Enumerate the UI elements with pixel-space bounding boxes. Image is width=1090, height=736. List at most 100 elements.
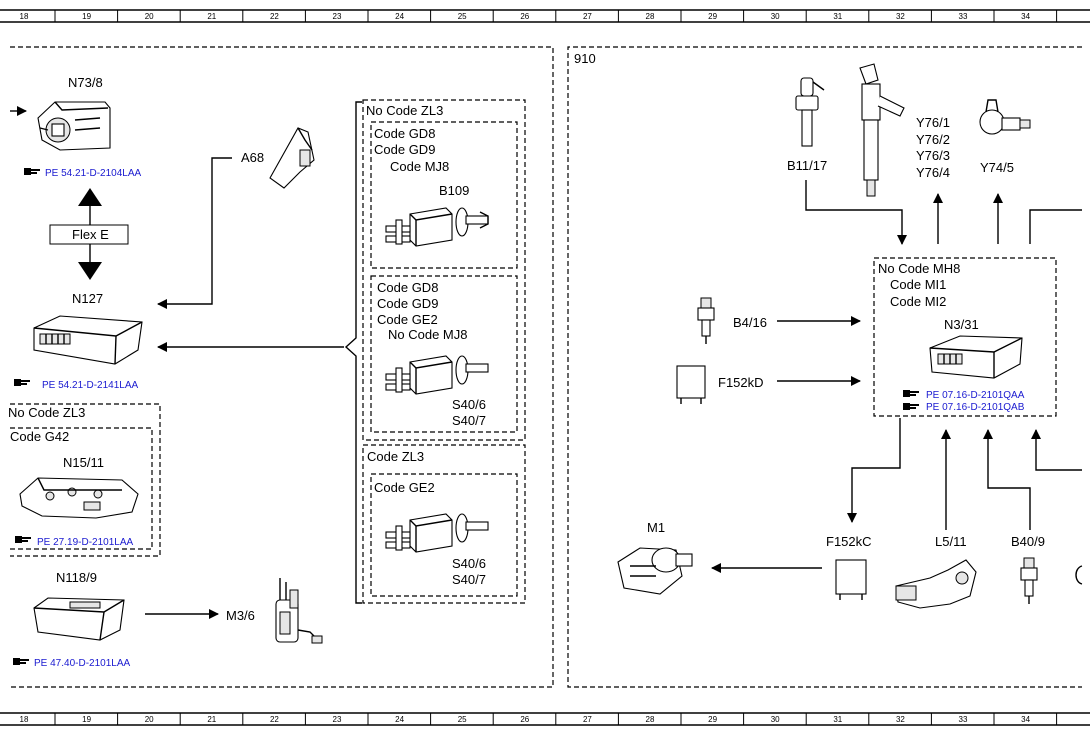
- code-zl3: Code ZL3: [367, 449, 424, 464]
- n73-8-label: N73/8: [68, 75, 103, 90]
- f152kd-relay-icon: [676, 365, 706, 404]
- ruler-label: 25: [458, 12, 467, 21]
- n118-9-label: N118/9: [56, 570, 97, 585]
- b4-16-label: B4/16: [733, 315, 767, 330]
- reference-hand-icon: [14, 379, 30, 386]
- n127-control-unit-icon: [33, 315, 143, 365]
- ruler-label: 34: [1021, 715, 1030, 724]
- ruler-label: 28: [646, 715, 655, 724]
- ruler-label: 33: [959, 715, 968, 724]
- s40-switch-icon: [385, 513, 489, 553]
- l5-11-label: L5/11: [935, 534, 967, 549]
- code-ge2-b: Code GE2: [377, 312, 438, 327]
- n3-31-label: N3/31: [944, 317, 979, 332]
- code-gd8-b: Code GD8: [377, 280, 438, 295]
- s40-7-label-b: S40/7: [452, 572, 486, 587]
- ref-n73-8[interactable]: PE 54.21-D-2104LAA: [45, 168, 142, 179]
- s40-switch-icon: [385, 355, 489, 395]
- ruler-label: 20: [145, 715, 154, 724]
- ruler-label: 34: [1021, 12, 1030, 21]
- ignition-switch-icon: [37, 101, 111, 151]
- right-panel: 910 B11/17 Y76/1 Y76/2 Y76/3 Y76/4: [567, 46, 1083, 688]
- ruler-label: 31: [833, 12, 842, 21]
- section-910-label: 910: [574, 51, 596, 66]
- ruler-label: 30: [771, 715, 780, 724]
- code-mi2: Code MI2: [890, 294, 946, 309]
- accelerator-pedal-icon: [269, 127, 315, 189]
- ruler-label: 23: [333, 12, 342, 21]
- b11-17-label: B11/17: [787, 158, 827, 173]
- starter-motor-icon: [617, 547, 693, 595]
- code-gd8-a: Code GD8: [374, 126, 435, 141]
- b40-9-sensor-icon: [1020, 557, 1038, 604]
- ruler-label: 23: [333, 715, 342, 724]
- ref-n118-9[interactable]: PE 47.40-D-2101LAA: [34, 658, 131, 669]
- n127-label: N127: [72, 291, 103, 306]
- ruler-label: 24: [395, 715, 404, 724]
- code-ge2-c: Code GE2: [374, 480, 435, 495]
- f152kc-relay-icon: [835, 559, 867, 600]
- ref-n127[interactable]: PE 54.21-D-2141LAA: [42, 380, 139, 391]
- ruler-label: 22: [270, 12, 279, 21]
- ruler-label: 21: [207, 715, 216, 724]
- ruler-label: 26: [520, 12, 529, 21]
- reference-hand-icon: [15, 536, 31, 543]
- no-code-zl3-lower: No Code ZL3: [8, 405, 85, 420]
- y76-2-label: Y76/2: [916, 132, 950, 147]
- ruler-label: 31: [833, 715, 842, 724]
- code-mj8-a: Code MJ8: [390, 159, 449, 174]
- reference-hand-icon: [24, 168, 40, 175]
- n15-11-label: N15/11: [63, 455, 104, 470]
- ref-n3-31-a[interactable]: PE 07.16-D-2101QAA: [926, 390, 1025, 401]
- code-gd9-a: Code GD9: [374, 142, 435, 157]
- ruler-label: 21: [207, 12, 216, 21]
- a68-label: A68: [241, 150, 264, 165]
- ruler-label: 25: [458, 715, 467, 724]
- left-panel: N73/8 PE 54.21-D-2104LAA Flex E A68 N127: [8, 46, 554, 688]
- y74-5-valve-icon: [979, 99, 1031, 135]
- ruler-label: 24: [395, 12, 404, 21]
- m3-6-label: M3/6: [226, 608, 255, 623]
- ruler-label: 29: [708, 12, 717, 21]
- ruler-label: 32: [896, 715, 905, 724]
- n15-11-module-icon: [19, 477, 139, 519]
- code-mi1: Code MI1: [890, 277, 946, 292]
- ruler-label: 30: [771, 12, 780, 21]
- ruler-label: 18: [20, 715, 29, 724]
- ruler-label: 28: [646, 12, 655, 21]
- ruler-label: 20: [145, 12, 154, 21]
- reference-hand-icon: [903, 403, 919, 410]
- ruler-label: 19: [82, 715, 91, 724]
- f152kd-label: F152kD: [718, 375, 764, 390]
- s40-6-label-b: S40/6: [452, 556, 486, 571]
- b40-9-label: B40/9: [1011, 534, 1045, 549]
- y76-4-label: Y76/4: [916, 165, 950, 180]
- ruler-label: 32: [896, 12, 905, 21]
- ruler-label: 22: [270, 715, 279, 724]
- ref-n15-11[interactable]: PE 27.19-D-2101LAA: [37, 537, 134, 548]
- no-code-mh8: No Code MH8: [878, 261, 960, 276]
- flex-e-label: Flex E: [72, 227, 109, 242]
- y74-5-label: Y74/5: [980, 160, 1014, 175]
- code-gd9-b: Code GD9: [377, 296, 438, 311]
- code-g42: Code G42: [10, 429, 69, 444]
- s40-6-label-a: S40/6: [452, 397, 486, 412]
- b11-17-sensor-icon: [795, 77, 825, 147]
- no-code-mj8: No Code MJ8: [388, 327, 467, 342]
- fuel-pump-icon: [275, 578, 323, 644]
- ruler-label: 26: [520, 715, 529, 724]
- ruler-bottom: 18 19 20 21 22 23 24 25 26 27 28 29 30 31 32 33 34: [0, 712, 1090, 726]
- b109-sensor-icon: [385, 207, 489, 247]
- ruler-label: 27: [583, 715, 592, 724]
- reference-hand-icon: [13, 658, 29, 665]
- l5-11-sensor-icon: [895, 559, 977, 609]
- ruler-label: 29: [708, 715, 717, 724]
- b4-16-sensor-icon: [697, 297, 715, 344]
- ruler-label: 27: [583, 12, 592, 21]
- injector-icon: [859, 63, 905, 197]
- ref-n3-31-b[interactable]: PE 07.16-D-2101QAB: [926, 402, 1025, 413]
- s40-7-label-a: S40/7: [452, 413, 486, 428]
- n118-9-control-unit-icon: [33, 597, 125, 641]
- reference-hand-icon: [903, 390, 919, 397]
